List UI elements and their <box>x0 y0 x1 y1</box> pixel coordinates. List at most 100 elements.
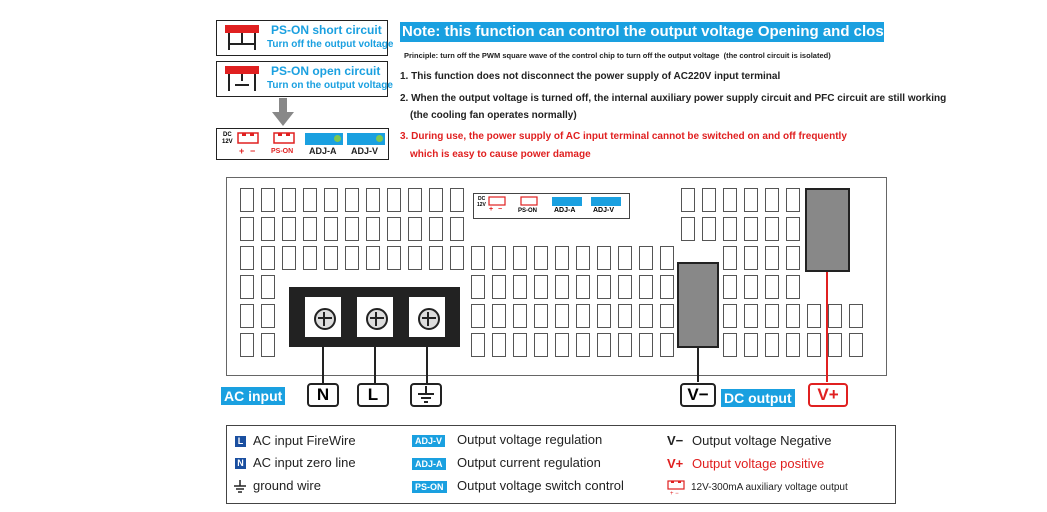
vent-slot <box>681 217 695 241</box>
vent-slot <box>450 188 464 212</box>
vent-slot <box>471 275 485 299</box>
vent-slot <box>660 333 674 357</box>
adj-a-trimmer <box>305 133 343 145</box>
vent-slot <box>723 333 737 357</box>
vent-slot <box>723 188 737 212</box>
vent-slot <box>429 217 443 241</box>
vent-slot <box>618 333 632 357</box>
vent-slot <box>639 246 653 270</box>
vent-slot <box>639 275 653 299</box>
vent-slot <box>534 304 548 328</box>
legend-l-text: AC input FireWire <box>253 433 356 448</box>
ps-on-short-desc: Turn off the output voltage <box>267 39 394 50</box>
vent-slot <box>534 246 548 270</box>
terminal-l <box>355 295 395 339</box>
vent-slot <box>786 188 800 212</box>
vent-slot <box>408 246 422 270</box>
vent-slot <box>555 275 569 299</box>
vent-slot <box>408 217 422 241</box>
vent-slot <box>282 246 296 270</box>
vent-slot <box>744 275 758 299</box>
vent-slot <box>387 246 401 270</box>
vent-slot <box>513 275 527 299</box>
vent-slot <box>513 333 527 357</box>
strip-12v-label: 12V <box>222 139 233 145</box>
vent-slot <box>471 304 485 328</box>
n-square-icon: N <box>235 458 246 469</box>
psu-adj-v-trimmer <box>591 197 621 206</box>
vent-slot <box>576 304 590 328</box>
vent-slot <box>807 333 821 357</box>
vent-slot <box>366 188 380 212</box>
vent-slot <box>282 217 296 241</box>
vent-slot <box>261 217 275 241</box>
psu-ps-on-connector-icon <box>520 196 538 206</box>
vent-slot <box>471 333 485 357</box>
vent-slot <box>786 217 800 241</box>
vent-slot <box>492 304 506 328</box>
vent-slot <box>723 275 737 299</box>
vent-slot <box>765 304 779 328</box>
vent-slot <box>240 333 254 357</box>
vent-slot <box>618 246 632 270</box>
strip-dc-label: DC <box>223 132 232 138</box>
vent-slot <box>513 304 527 328</box>
connector-strip: DC 12V + − PS-ON ADJ-A ADJ-V <box>216 128 389 160</box>
dc-output-label: DC output <box>721 389 795 407</box>
vent-slot <box>849 333 863 357</box>
strip-ps-on-label: PS-ON <box>271 148 294 155</box>
note-item-1: 1. This function does not disconnect the… <box>400 71 781 82</box>
vent-slot <box>324 188 338 212</box>
vent-slot <box>450 246 464 270</box>
legend-gnd-text: ground wire <box>253 478 321 493</box>
vent-slot <box>471 246 485 270</box>
screw-icon <box>314 308 336 330</box>
screw-icon <box>418 308 440 330</box>
vent-slot <box>450 217 464 241</box>
note-principle-text: Principle: turn off the PWM square wave … <box>404 51 720 60</box>
ground-icon <box>234 480 246 493</box>
psu-connector-strip: DC 12V + − PS-ON ADJ-A ADJ-V <box>473 193 630 219</box>
vent-slot <box>387 188 401 212</box>
vent-slot <box>723 217 737 241</box>
psu-strip-adj-v: ADJ-V <box>593 207 615 214</box>
vent-slot <box>534 333 548 357</box>
legend-aux-text: 12V-300mA auxiliary voltage output <box>691 482 848 493</box>
psu-strip-12v: 12V <box>477 202 486 208</box>
vent-slot <box>240 188 254 212</box>
vent-slot <box>555 304 569 328</box>
vent-slot <box>618 275 632 299</box>
vent-slot <box>639 333 653 357</box>
vent-slot <box>744 304 758 328</box>
n-label: N <box>307 383 339 407</box>
legend-pson-text: Output voltage switch control <box>457 478 624 493</box>
vent-slot <box>660 275 674 299</box>
wire-n <box>322 347 324 383</box>
vent-slot <box>828 304 842 328</box>
note-principle-note: (the control circuit is isolated) <box>723 51 831 60</box>
vent-slot <box>744 246 758 270</box>
vent-slot <box>786 304 800 328</box>
note-item-3b: which is easy to cause power damage <box>410 149 591 160</box>
screw-icon <box>366 308 388 330</box>
psu-adj-a-trimmer <box>552 197 582 206</box>
jumper-short-icon <box>225 25 259 50</box>
vent-slot <box>492 275 506 299</box>
wire-v-minus <box>697 348 699 382</box>
vent-slot <box>240 246 254 270</box>
strip-plus: + <box>239 146 245 156</box>
vent-slot <box>765 246 779 270</box>
vent-slot <box>429 246 443 270</box>
strip-adj-a-label: ADJ-A <box>309 146 337 156</box>
vent-slot <box>639 304 653 328</box>
vent-slot <box>303 188 317 212</box>
jumper-open-icon <box>225 66 259 91</box>
ps-on-open-box: PS-ON open circuit Turn on the output vo… <box>216 61 393 97</box>
legend-vpos-symbol: V+ <box>667 456 684 471</box>
vent-slot <box>765 275 779 299</box>
vent-slot <box>513 246 527 270</box>
svg-text:+ −: + − <box>670 491 679 496</box>
vent-slot <box>261 275 275 299</box>
vent-slot <box>618 304 632 328</box>
vent-slot <box>597 333 611 357</box>
